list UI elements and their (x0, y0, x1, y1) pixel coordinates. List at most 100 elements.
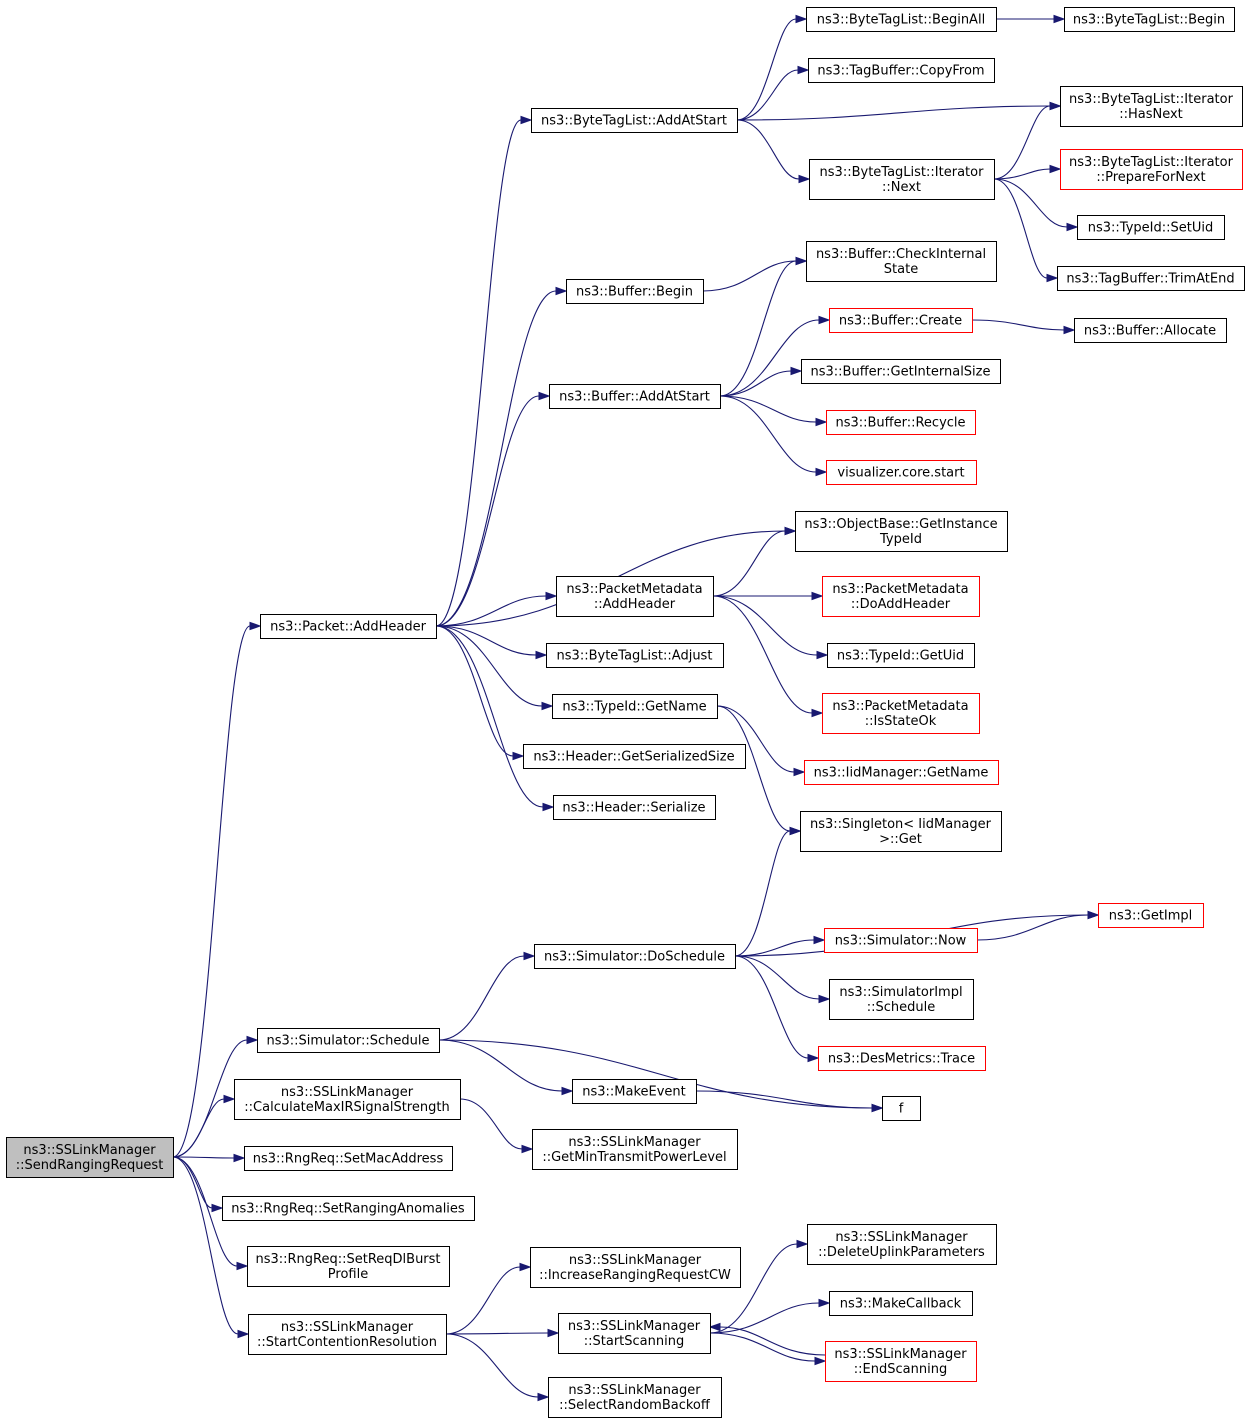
edge-startcontention-to-increaseranging (445, 1262, 532, 1335)
node-selectrandom[interactable]: ns3::SSLinkManager::SelectRandomBackoff (548, 1377, 722, 1418)
node-label: ns3::ByteTagList::Iterator (1069, 155, 1234, 170)
edge-bytetaglist-addatstart-to-bytetaglist-beginall (736, 14, 808, 121)
node-label: ns3::TagBuffer::TrimAtEnd (1066, 272, 1234, 287)
node-label: ns3::PacketMetadata (832, 699, 968, 714)
node-label: >::Get (879, 832, 922, 847)
node-simulator-now[interactable]: ns3::Simulator::Now (824, 928, 978, 953)
node-label: Profile (328, 1267, 368, 1282)
node-label: State (884, 262, 918, 277)
node-bytetaglist-beginall[interactable]: ns3::ByteTagList::BeginAll (806, 7, 997, 32)
node-singleton-get[interactable]: ns3::Singleton< IidManager>::Get (800, 811, 1002, 852)
edge-simulator-schedule-to-simulator-doschedule (438, 951, 536, 1041)
node-typeid-getname[interactable]: ns3::TypeId::GetName (552, 694, 718, 719)
node-typeid-setuid[interactable]: ns3::TypeId::SetUid (1077, 215, 1225, 240)
node-pm-doaddheader[interactable]: ns3::PacketMetadata::DoAddHeader (822, 576, 980, 617)
node-box (1064, 7, 1235, 32)
node-box (1060, 86, 1243, 127)
node-label: ns3::Packet::AddHeader (270, 620, 426, 635)
node-buffer-create[interactable]: ns3::Buffer::Create (829, 308, 973, 333)
node-bytetaglist-begin[interactable]: ns3::ByteTagList::Begin (1064, 7, 1235, 32)
node-bytetaglist-adjust[interactable]: ns3::ByteTagList::Adjust (546, 643, 724, 668)
node-label: ns3::SSLinkManager (23, 1143, 156, 1158)
node-makeevent[interactable]: ns3::MakeEvent (572, 1079, 697, 1104)
node-label: ::SelectRandomBackoff (559, 1398, 711, 1413)
node-buffer-addatstart[interactable]: ns3::Buffer::AddAtStart (549, 384, 721, 409)
node-desmetrics-trace[interactable]: ns3::DesMetrics::Trace (818, 1046, 986, 1071)
node-calcmaxir[interactable]: ns3::SSLinkManager::CalculateMaxIRSignal… (234, 1079, 461, 1120)
edge-simulator-doschedule-to-desmetrics-trace (734, 955, 820, 1063)
node-label: ns3::TagBuffer::CopyFrom (817, 64, 984, 79)
node-simulator-schedule[interactable]: ns3::Simulator::Schedule (257, 1028, 440, 1053)
node-box (247, 1246, 450, 1287)
node-label: ns3::DesMetrics::Trace (828, 1052, 975, 1067)
node-box (824, 928, 978, 953)
edge-root-to-packet-addheader (172, 621, 262, 1158)
edge-pm-addheader-to-objectbase-getinstancetypeid (712, 526, 797, 597)
node-iidmanager-getname[interactable]: ns3::IidManager::GetName (804, 760, 999, 785)
edge-root-to-startcontention (172, 1156, 250, 1339)
node-label: ::Schedule (867, 1000, 936, 1015)
node-root[interactable]: ns3::SSLinkManager::SendRangingRequest (6, 1137, 174, 1178)
node-makecallback[interactable]: ns3::MakeCallback (829, 1291, 973, 1316)
node-label: ns3::Buffer::Begin (576, 285, 693, 300)
node-label: ns3::ByteTagList::Iterator (820, 165, 985, 180)
node-label: ns3::SSLinkManager (568, 1383, 701, 1398)
node-startscanning[interactable]: ns3::SSLinkManager::StartScanning (558, 1313, 711, 1354)
node-startcontention[interactable]: ns3::SSLinkManager::StartContentionResol… (248, 1314, 447, 1355)
node-label: ns3::SSLinkManager (835, 1230, 968, 1245)
node-tagbuffer-trimatend[interactable]: ns3::TagBuffer::TrimAtEnd (1057, 266, 1245, 291)
node-label: ns3::MakeEvent (582, 1085, 686, 1100)
node-deleteuplink[interactable]: ns3::SSLinkManager::DeleteUplinkParamete… (807, 1224, 997, 1265)
node-f[interactable]: f (882, 1096, 921, 1121)
node-simulatorimpl-schedule[interactable]: ns3::SimulatorImpl::Schedule (829, 979, 974, 1020)
node-box (531, 108, 738, 133)
node-label: ns3::Buffer::GetInternalSize (811, 365, 991, 380)
node-box (1074, 318, 1227, 343)
edge-endscanning-to-startscanning (708, 1322, 826, 1356)
node-label: ns3::IidManager::GetName (814, 766, 989, 781)
node-header-serialize[interactable]: ns3::Header::Serialize (553, 795, 716, 820)
edge-packet-addheader-to-buffer-begin (435, 286, 568, 627)
node-typeid-getuid[interactable]: ns3::TypeId::GetUid (827, 643, 975, 668)
node-getimpl[interactable]: ns3::GetImpl (1098, 903, 1204, 928)
node-label: ns3::RngReq::SetReqDlBurst (255, 1252, 440, 1267)
node-box (572, 1079, 697, 1104)
node-label: ns3::ByteTagList::Begin (1073, 13, 1225, 28)
edge-simulator-schedule-to-makeevent (438, 1039, 574, 1096)
node-header-getserializedsize[interactable]: ns3::Header::GetSerializedSize (523, 744, 746, 769)
node-box (553, 795, 716, 820)
edge-root-to-rngreq-setmac (172, 1153, 246, 1163)
node-buffer-begin[interactable]: ns3::Buffer::Begin (566, 279, 704, 304)
node-endscanning[interactable]: ns3::SSLinkManager::EndScanning (825, 1341, 977, 1382)
edge-packet-addheader-to-pm-addheader (435, 591, 558, 627)
node-label: ::AddHeader (594, 597, 676, 612)
node-iter-hasnext[interactable]: ns3::ByteTagList::Iterator::HasNext (1060, 86, 1243, 127)
node-pm-addheader[interactable]: ns3::PacketMetadata::AddHeader (556, 576, 714, 617)
edge-bytetaglist-addatstart-to-tagbuffer-copyfrom (736, 65, 810, 121)
node-pm-isstateok[interactable]: ns3::PacketMetadata::IsStateOk (822, 693, 980, 734)
node-simulator-doschedule[interactable]: ns3::Simulator::DoSchedule (534, 944, 736, 969)
edge-startcontention-to-selectrandom (445, 1333, 550, 1402)
node-rngreq-setanomalies[interactable]: ns3::RngReq::SetRangingAnomalies (222, 1196, 475, 1221)
node-increaseranging[interactable]: ns3::SSLinkManager::IncreaseRangingReque… (530, 1247, 741, 1288)
node-rngreq-setmac[interactable]: ns3::RngReq::SetMacAddress (244, 1146, 453, 1171)
edge-buffer-addatstart-to-buffer-create (719, 315, 831, 397)
node-buffer-recycle[interactable]: ns3::Buffer::Recycle (826, 410, 976, 435)
node-box (808, 58, 995, 83)
node-label: ns3::Header::GetSerializedSize (533, 750, 734, 765)
node-iter-next[interactable]: ns3::ByteTagList::Iterator::Next (809, 159, 995, 200)
node-bytetaglist-addatstart[interactable]: ns3::ByteTagList::AddAtStart (531, 108, 738, 133)
node-getmintx[interactable]: ns3::SSLinkManager::GetMinTransmitPowerL… (532, 1129, 738, 1170)
node-iter-prepare[interactable]: ns3::ByteTagList::Iterator::PrepareForNe… (1060, 149, 1243, 190)
node-label: ns3::Header::Serialize (562, 801, 705, 816)
node-box (825, 1341, 977, 1382)
node-packet-addheader[interactable]: ns3::Packet::AddHeader (260, 614, 437, 639)
node-tagbuffer-copyfrom[interactable]: ns3::TagBuffer::CopyFrom (808, 58, 995, 83)
node-visualizer-start[interactable]: visualizer.core.start (826, 460, 977, 485)
node-label: ::HasNext (1119, 107, 1183, 122)
node-buffer-getinternalsize[interactable]: ns3::Buffer::GetInternalSize (801, 359, 1001, 384)
node-buffer-allocate[interactable]: ns3::Buffer::Allocate (1074, 318, 1227, 343)
